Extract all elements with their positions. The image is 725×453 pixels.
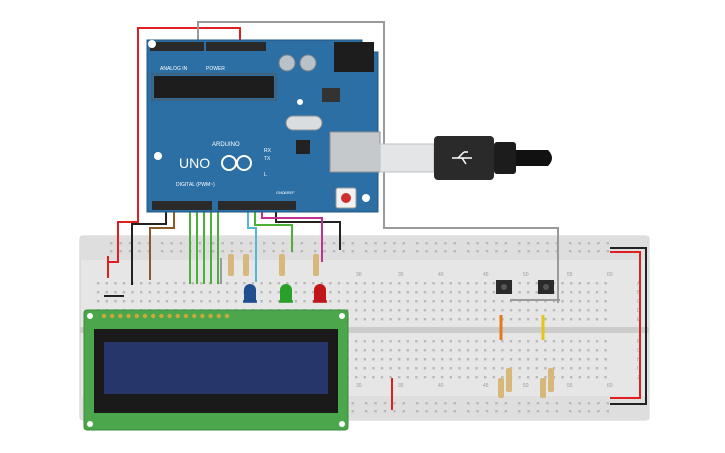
wire-black-gnd (275, 210, 341, 250)
resistor (243, 254, 249, 276)
lcd-screen (104, 342, 328, 394)
push-buttons[interactable] (496, 280, 554, 294)
usb-icon (452, 151, 472, 165)
wire-black-left (131, 210, 167, 285)
led-green[interactable] (279, 284, 293, 303)
lcd-display[interactable] (83, 309, 349, 431)
col-label: 45 (483, 272, 489, 278)
power-jack (334, 42, 374, 72)
resistor (540, 378, 546, 398)
capacitor-2 (299, 54, 317, 72)
lcd-pins (101, 313, 230, 319)
power-header (206, 42, 266, 51)
col-label: 45 (483, 383, 489, 389)
usb-chip (296, 140, 310, 154)
mount-hole (297, 99, 303, 105)
mount-hole (154, 152, 162, 160)
col-label: 40 (438, 383, 444, 389)
gnd-label: GND (276, 190, 285, 195)
arduino-logo (221, 155, 252, 171)
row-label: J (637, 375, 640, 381)
reset-button-cap[interactable] (341, 193, 351, 203)
resistor (228, 254, 234, 276)
capacitor-1 (278, 54, 296, 72)
resistors[interactable] (220, 254, 554, 398)
col-label: 60 (607, 272, 613, 278)
mount-hole (362, 194, 370, 202)
resistor (548, 368, 554, 392)
col-label: 60 (607, 383, 613, 389)
col-label: 50 (523, 383, 529, 389)
wire-brown (149, 210, 175, 280)
analog-header (150, 42, 204, 51)
mount-hole (339, 313, 345, 319)
aref-label: AREF (284, 190, 295, 195)
atmega-chip (154, 76, 274, 98)
wire-green-11 (254, 210, 293, 252)
resistor (279, 254, 285, 276)
wire-red-5v (107, 27, 241, 263)
usb-port (329, 131, 381, 173)
arduino-brand: ARDUINO (212, 142, 240, 148)
row-label: I (637, 366, 638, 372)
mount-hole (87, 313, 93, 319)
arduino-model: UNO (179, 155, 210, 171)
col-label: 40 (438, 272, 444, 278)
row-label: F (637, 339, 640, 345)
mount-hole (148, 40, 156, 48)
col-label: 50 (523, 272, 529, 278)
wire-cyan-10 (247, 210, 257, 282)
col-label: 30 (356, 272, 362, 278)
resistor (506, 368, 512, 392)
led-blue[interactable] (243, 284, 257, 303)
wires[interactable] (104, 21, 647, 410)
col-label: 55 (567, 383, 573, 389)
mount-hole (87, 421, 93, 427)
wire-red-right (610, 251, 641, 399)
arduino-board[interactable]: UNO ARDUINO DIGITAL (PWM~) ANALOG IN POW… (146, 39, 381, 213)
crystal (285, 115, 323, 131)
digital-header-a (152, 201, 212, 210)
resistor (313, 254, 319, 276)
voltage-regulator (322, 88, 340, 102)
led-tx-label: TX (264, 156, 271, 162)
col-label: 55 (567, 272, 573, 278)
socket (151, 73, 277, 101)
analog-header-label: ANALOG IN (160, 66, 188, 72)
wire-magenta-12 (261, 210, 323, 262)
col-label: 35 (398, 272, 404, 278)
resistor (498, 378, 504, 398)
col-label: 35 (398, 383, 404, 389)
digital-header-b (218, 201, 296, 210)
leds[interactable] (243, 284, 327, 303)
led-rx-label: RX (264, 148, 272, 154)
col-label: 30 (356, 383, 362, 389)
usb-cable[interactable] (379, 136, 552, 180)
mount-hole (339, 421, 345, 427)
power-header-label: POWER (206, 66, 225, 72)
led-l-label: L (264, 172, 267, 178)
wire-gray-a0 (197, 21, 559, 303)
digital-header-label: DIGITAL (PWM~) (176, 182, 215, 188)
led-red[interactable] (313, 284, 327, 303)
wire-black-right (610, 247, 647, 405)
